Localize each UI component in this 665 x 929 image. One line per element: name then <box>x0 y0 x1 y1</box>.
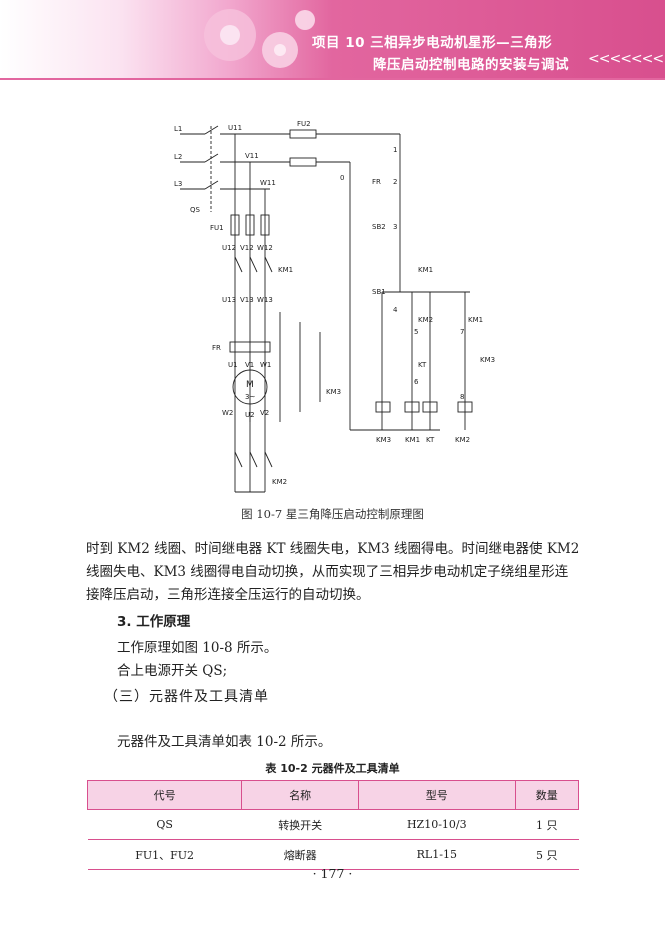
cell-code: QS <box>87 809 242 840</box>
v11-label: V11 <box>245 152 259 160</box>
zero-label: 0 <box>340 174 344 182</box>
fr-label: FR <box>212 344 221 352</box>
km1-label: KM1 <box>278 266 293 274</box>
cell-model: HZ10-10/3 <box>358 809 516 840</box>
w13-label: W13 <box>257 296 273 304</box>
work-line1: 工作原理如图 10-8 所示。 <box>117 640 278 656</box>
sb1-label: SB1 <box>372 288 386 296</box>
cell-name: 转换开关 <box>241 809 359 840</box>
table-caption: 表 10-2 元器件及工具清单 <box>265 762 400 775</box>
km3-ctrl-label: KM3 <box>480 356 495 364</box>
header-name: 名称 <box>241 780 360 810</box>
header-rule <box>0 78 665 80</box>
node-7: 7 <box>460 328 464 336</box>
cell-qty: 1 只 <box>515 809 579 840</box>
w2-label: W2 <box>222 409 233 417</box>
section-heading-work-principle: 3. 工作原理 <box>117 614 191 630</box>
fr-contact-label: FR <box>372 178 381 186</box>
v1-label: V1 <box>245 361 254 369</box>
header-qty: 数量 <box>514 780 580 810</box>
circuit-diagram: L1 L2 L3 QS U11 V11 W11 FU2 FU1 U12 V12 … <box>174 120 495 493</box>
kt-ctrl-label: KT <box>418 361 427 369</box>
u11-label: U11 <box>228 124 242 132</box>
l3-label: L3 <box>174 180 182 188</box>
km1-ctrl2-label: KM1 <box>468 316 483 324</box>
coil-kt-label: KT <box>426 436 435 444</box>
header-model: 型号 <box>358 780 516 810</box>
u12-label: U12 <box>222 244 236 252</box>
cell-model: RL1-15 <box>358 839 516 870</box>
parts-table: 代号 名称 型号 数量 QS 转换开关 HZ10-10/3 1 只 FU1、FU… <box>86 780 580 870</box>
node-3: 3 <box>393 223 397 231</box>
header-title-line1: 项目 10 三相异步电动机星形—三角形 <box>312 35 553 51</box>
para1-line3: 接降压启动，三角形连接全压运行的自动切换。 <box>86 587 370 603</box>
header-title-line2: 降压启动控制电路的安装与调试 <box>373 57 569 73</box>
w12-label: W12 <box>257 244 273 252</box>
km3-label: KM3 <box>326 388 341 396</box>
node-4: 4 <box>393 306 398 314</box>
section-heading-parts: （三）元器件及工具清单 <box>104 689 269 705</box>
page-header: 项目 10 三相异步电动机星形—三角形 降压启动控制电路的安装与调试 <<<<<… <box>0 0 665 80</box>
work-line2: 合上电源开关 QS; <box>117 663 228 679</box>
v13-label: V13 <box>240 296 254 304</box>
node-1: 1 <box>393 146 397 154</box>
coil-km1-label: KM1 <box>405 436 420 444</box>
coil-km3-label: KM3 <box>376 436 391 444</box>
table-header-row: 代号 名称 型号 数量 <box>86 780 580 810</box>
sb2-label: SB2 <box>372 223 386 231</box>
node-8: 8 <box>460 393 464 401</box>
fu1-label: FU1 <box>210 224 224 232</box>
header-band <box>0 0 665 80</box>
page-number: · 177 · <box>312 866 353 881</box>
motor-label: M <box>246 380 254 390</box>
km2-label: KM2 <box>272 478 287 486</box>
para1-line2: 线圈失电、KM3 线圈得电自动切换，从而实现了三相异步电动机定子绕组星形连 <box>86 564 569 580</box>
u13-label: U13 <box>222 296 236 304</box>
v12-label: V12 <box>240 244 254 252</box>
list-intro: 元器件及工具清单如表 10-2 所示。 <box>117 734 332 750</box>
chevron-decoration-icon: <<<<<<< <box>588 51 664 67</box>
table-row: QS 转换开关 HZ10-10/3 1 只 <box>87 809 579 840</box>
l1-label: L1 <box>174 125 182 133</box>
fu2-label: FU2 <box>297 120 311 128</box>
km2-ctrl-label: KM2 <box>418 316 433 324</box>
header-code: 代号 <box>86 780 243 810</box>
motor-sub-label: 3~ <box>245 393 255 401</box>
cell-qty: 5 只 <box>515 839 579 870</box>
cell-name: 熔断器 <box>241 839 359 870</box>
node-6: 6 <box>414 378 419 386</box>
u2-label: U2 <box>245 411 255 419</box>
cell-code: FU1、FU2 <box>87 839 242 870</box>
l2-label: L2 <box>174 153 182 161</box>
u1-label: U1 <box>228 361 238 369</box>
gear-decoration-icon <box>204 9 315 68</box>
qs-label: QS <box>190 206 201 214</box>
coil-km2-label: KM2 <box>455 436 470 444</box>
table-row: FU1、FU2 熔断器 RL1-15 5 只 <box>87 839 579 870</box>
node-5: 5 <box>414 328 418 336</box>
node-2: 2 <box>393 178 397 186</box>
para1-line1: 时到 KM2 线圈、时间继电器 KT 线圈失电，KM3 线圈得电。时间继电器使 … <box>86 541 580 557</box>
km1-ctrl-label: KM1 <box>418 266 433 274</box>
figure-caption: 图 10-7 星三角降压启动控制原理图 <box>241 507 424 521</box>
w1-label: W1 <box>260 361 271 369</box>
v2-label: V2 <box>260 409 269 417</box>
w11-label: W11 <box>260 179 276 187</box>
